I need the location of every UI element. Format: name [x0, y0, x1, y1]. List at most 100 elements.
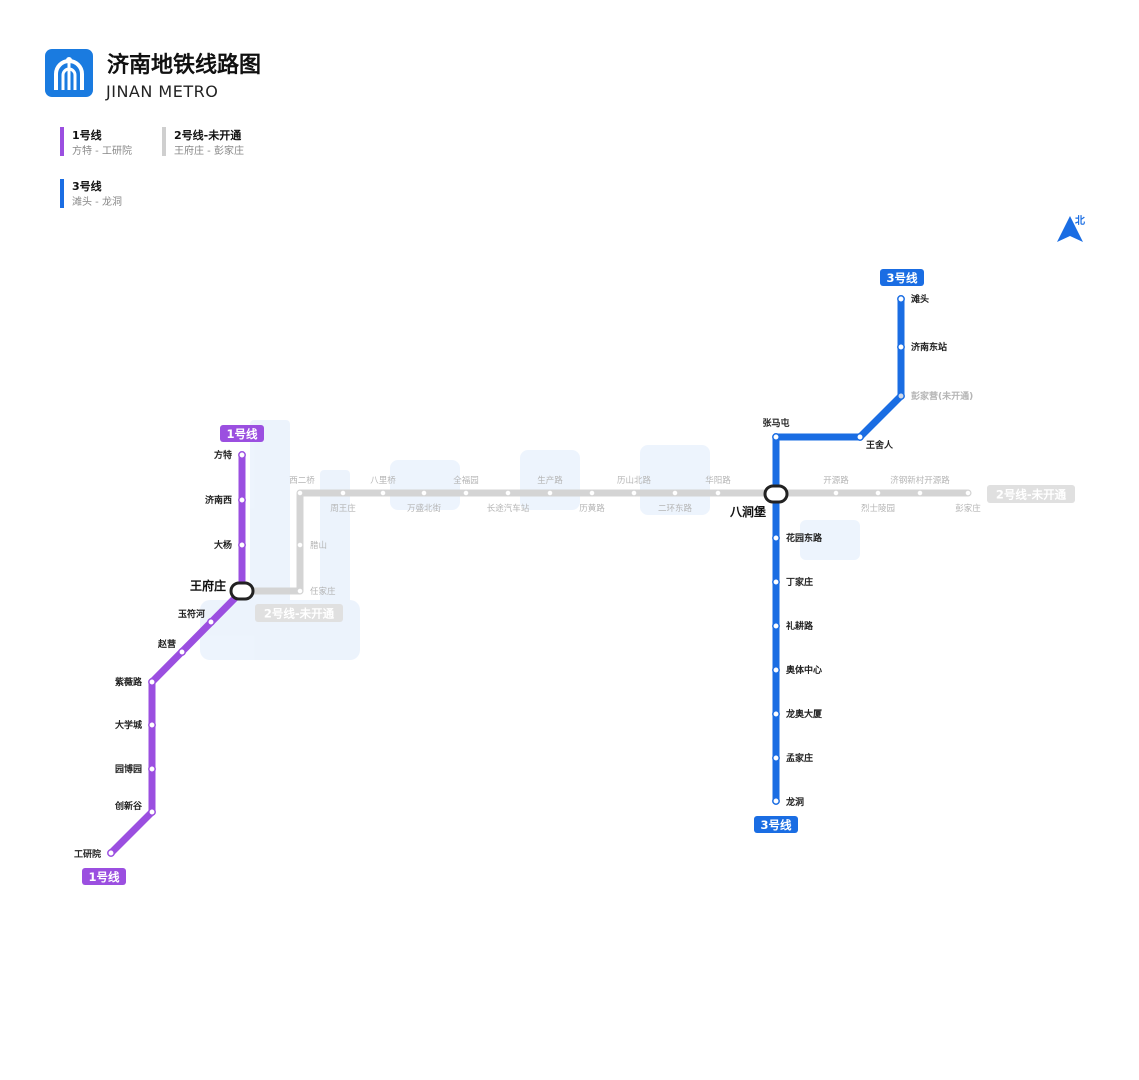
station-dot[interactable] [238, 451, 246, 459]
station-dot[interactable] [897, 295, 905, 303]
station-王舍人[interactable]: 王舍人 [856, 433, 894, 451]
station-周王庄[interactable]: 周王庄 [330, 489, 356, 514]
station-花园东路[interactable]: 花园东路 [772, 532, 823, 544]
station-龙奥大厦[interactable]: 龙奥大厦 [772, 708, 823, 720]
station-dot[interactable] [714, 489, 722, 497]
station-dot[interactable] [772, 622, 780, 630]
station-济南西[interactable]: 济南西 [205, 494, 246, 506]
line-badge-line3-top[interactable]: 3号线 [880, 269, 924, 286]
station-dot[interactable] [148, 808, 156, 816]
station-赵营[interactable]: 赵营 [157, 638, 186, 656]
station-dot[interactable] [148, 678, 156, 686]
transfer-station-bajianbao[interactable]: 八涧堡 [729, 484, 789, 519]
station-label: 方特 [214, 449, 232, 461]
station-济南东站[interactable]: 济南东站 [897, 341, 947, 353]
station-dot[interactable] [238, 541, 246, 549]
station-dot[interactable] [178, 648, 186, 656]
station-label: 王舍人 [866, 439, 894, 451]
station-dot[interactable] [420, 489, 428, 497]
station-dot[interactable] [504, 489, 512, 497]
station-dot[interactable] [296, 587, 304, 595]
station-滩头[interactable]: 滩头 [897, 293, 929, 305]
line-badge-line1-bottom[interactable]: 1号线 [82, 868, 126, 885]
station-西二桥[interactable]: 西二桥 [289, 475, 315, 497]
station-生产路[interactable]: 生产路 [537, 475, 563, 497]
station-dot[interactable] [874, 489, 882, 497]
station-万盛北街[interactable]: 万盛北街 [407, 489, 442, 514]
station-dot[interactable] [546, 489, 554, 497]
station-二环东路[interactable]: 二环东路 [658, 489, 693, 514]
station-dot[interactable] [630, 489, 638, 497]
station-开源路[interactable]: 开源路 [823, 475, 849, 497]
station-dot[interactable] [772, 710, 780, 718]
legend-item-line2: 2号线-未开通 王府庄 - 彭家庄 [162, 127, 244, 157]
line-badge-label: 3号线 [886, 271, 918, 285]
station-dot[interactable] [897, 392, 905, 400]
compass: 北 [1057, 214, 1085, 242]
station-dot[interactable] [207, 618, 215, 626]
station-dot[interactable] [832, 489, 840, 497]
station-dot[interactable] [462, 489, 470, 497]
station-礼耕路[interactable]: 礼耕路 [772, 620, 814, 632]
station-dot[interactable] [916, 489, 924, 497]
station-dot[interactable] [772, 433, 780, 441]
station-dot[interactable] [772, 534, 780, 542]
station-dot[interactable] [296, 489, 304, 497]
legend-line1-route: 方特 - 工研院 [72, 144, 132, 157]
line-badge-line3-bottom[interactable]: 3号线 [754, 816, 798, 833]
station-dot[interactable] [296, 541, 304, 549]
station-大学城[interactable]: 大学城 [115, 719, 156, 731]
station-dot[interactable] [107, 849, 115, 857]
line-badge-line2-east[interactable]: 2号线-未开通 [987, 485, 1075, 503]
line-badge-line2-west[interactable]: 2号线-未开通 [255, 604, 343, 622]
station-张马屯[interactable]: 张马屯 [762, 417, 790, 441]
station-dot[interactable] [772, 797, 780, 805]
station-烈士陵园[interactable]: 烈士陵园 [861, 489, 895, 514]
station-dot[interactable] [671, 489, 679, 497]
station-玉符河[interactable]: 玉符河 [178, 608, 215, 626]
station-大杨[interactable]: 大杨 [214, 539, 246, 551]
station-华阳路[interactable]: 华阳路 [705, 475, 731, 497]
station-dot[interactable] [772, 578, 780, 586]
station-长途汽车站[interactable]: 长途汽车站 [487, 489, 530, 514]
station-dot[interactable] [588, 489, 596, 497]
station-济钢新村开源路[interactable]: 济钢新村开源路 [890, 475, 950, 497]
station-dot[interactable] [856, 433, 864, 441]
map-subtitle: JINAN METRO [105, 82, 218, 101]
station-工研院[interactable]: 工研院 [74, 848, 115, 860]
station-dot[interactable] [772, 754, 780, 762]
station-dot[interactable] [379, 489, 387, 497]
station-全福园[interactable]: 全福园 [453, 475, 479, 497]
station-腊山[interactable]: 腊山 [296, 540, 327, 551]
station-丁家庄[interactable]: 丁家庄 [772, 576, 813, 588]
station-创新谷[interactable]: 创新谷 [114, 800, 156, 816]
station-历山北路[interactable]: 历山北路 [617, 475, 652, 497]
station-label: 彭家营(未开通) [911, 390, 973, 402]
station-dot[interactable] [238, 496, 246, 504]
station-dot[interactable] [897, 343, 905, 351]
station-八里桥[interactable]: 八里桥 [370, 475, 396, 497]
station-dot[interactable] [148, 765, 156, 773]
station-彭家庄[interactable]: 彭家庄 [955, 489, 981, 514]
station-历黄路[interactable]: 历黄路 [579, 489, 605, 514]
station-紫薇路[interactable]: 紫薇路 [115, 676, 156, 688]
station-dot[interactable] [772, 666, 780, 674]
station-任家庄[interactable]: 任家庄 [296, 586, 336, 597]
station-label: 大学城 [115, 719, 142, 731]
station-彭家营(未开通)[interactable]: 彭家营(未开通) [897, 390, 973, 402]
station-园博园[interactable]: 园博园 [115, 763, 156, 775]
station-dot[interactable] [339, 489, 347, 497]
station-dot[interactable] [964, 489, 972, 497]
station-龙洞[interactable]: 龙洞 [772, 796, 804, 808]
station-奥体中心[interactable]: 奥体中心 [772, 664, 822, 676]
station-dot[interactable] [148, 721, 156, 729]
station-孟家庄[interactable]: 孟家庄 [772, 752, 813, 764]
transfer-station-wangfuzhuang[interactable]: 王府庄 [190, 578, 255, 601]
line-badge-line1-top[interactable]: 1号线 [220, 425, 264, 442]
station-label: 历黄路 [579, 503, 605, 514]
station-方特[interactable]: 方特 [214, 449, 246, 461]
station-label: 大杨 [214, 539, 232, 551]
legend-item-line3: 3号线 滩头 - 龙洞 [60, 179, 122, 208]
